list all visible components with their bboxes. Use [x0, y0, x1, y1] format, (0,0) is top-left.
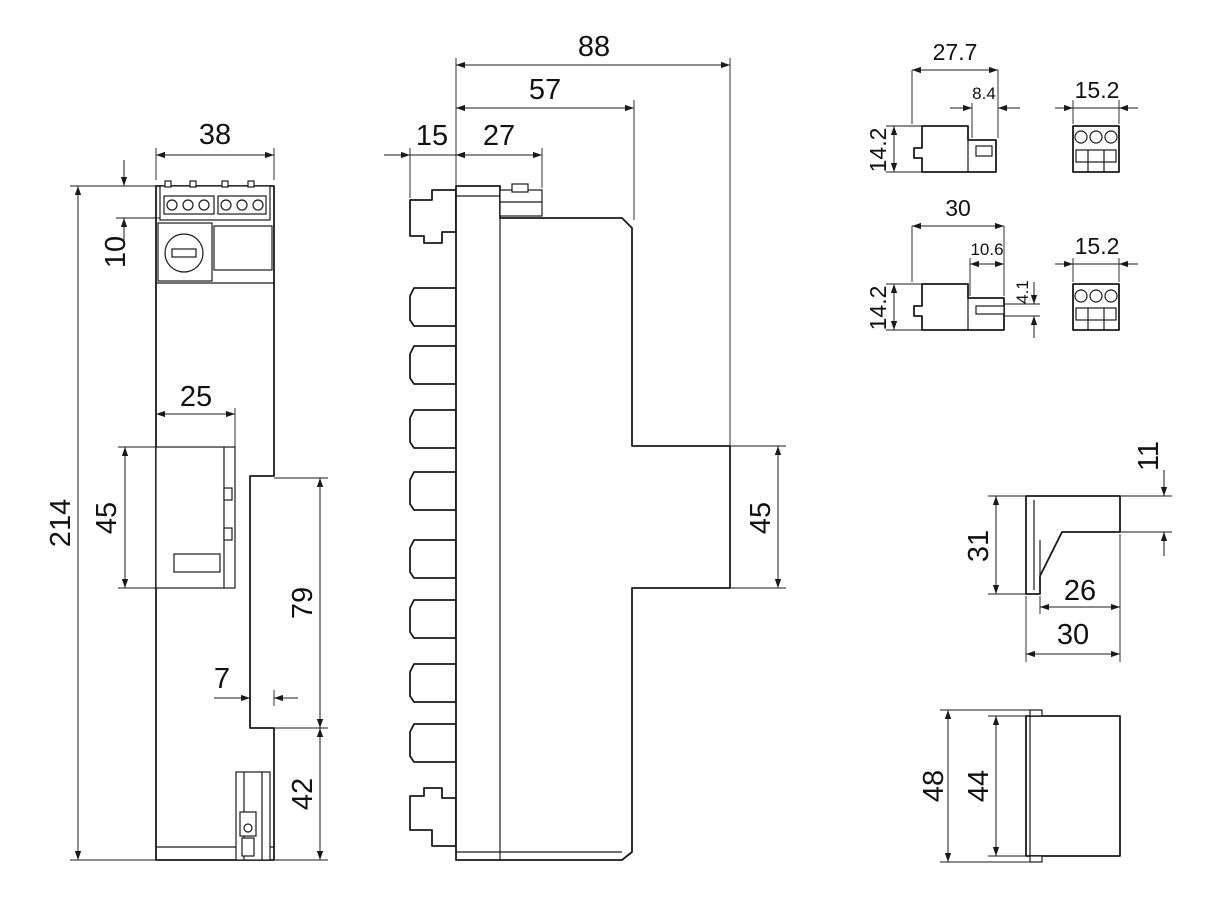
dim-front-step-offset: 7 [214, 663, 230, 695]
dim-side-total-depth: 88 [578, 31, 610, 63]
side-body-outline [455, 185, 731, 861]
dim-side-right-height: 45 [745, 502, 777, 534]
dim-plug2-face-width: 15.2 [1075, 233, 1120, 259]
dim-cover-inner-width: 26 [1064, 575, 1096, 607]
dim-box-inner-height: 44 [963, 770, 995, 802]
side-connector [499, 183, 543, 217]
dim-plug2-height: 14.2 [865, 286, 891, 331]
dim-side-depth-57: 57 [529, 74, 561, 106]
cover-part: 31 11 26 30 [963, 441, 1172, 662]
dim-cover-width: 30 [1057, 619, 1089, 651]
top-rail-clip [409, 189, 457, 244]
side-view: 88 57 15 27 45 [384, 31, 786, 861]
front-view: 38 10 214 25 45 79 7 [45, 119, 328, 861]
dim-front-width: 38 [199, 119, 231, 151]
cooling-ribs [409, 287, 457, 763]
dim-front-step-height: 79 [287, 587, 319, 619]
dim-plug1-height: 14.2 [865, 128, 891, 173]
dim-front-top-height: 10 [100, 236, 132, 268]
dim-plug2-width: 30 [945, 195, 971, 221]
dim-front-bottom-height: 42 [287, 778, 319, 810]
plug-1-face: 15.2 [1055, 77, 1138, 173]
dim-box-outer-height: 48 [918, 770, 950, 802]
terminal-block [159, 180, 271, 221]
dim-cover-top: 11 [1133, 441, 1165, 471]
bottom-rail-clip [409, 787, 457, 847]
dim-front-window-height: 45 [91, 502, 123, 534]
front-window [155, 446, 236, 589]
bottom-clip [235, 771, 271, 861]
dim-plug2-sub-width: 10.6 [970, 240, 1003, 259]
dim-cover-height: 31 [963, 530, 995, 562]
dim-front-window-width: 25 [180, 381, 212, 413]
plug-2-side: 30 10.6 4.1 14.2 [865, 195, 1040, 338]
dim-plug1-width: 27.7 [933, 39, 978, 65]
plug-1-side: 27.7 8.4 14.2 [865, 39, 1020, 173]
dim-plug2-pin-height: 4.1 [1013, 280, 1032, 304]
dim-plug1-face-width: 15.2 [1075, 77, 1120, 103]
box-part: 48 44 [918, 709, 1121, 863]
rotary-switch [157, 222, 273, 282]
dim-side-depth-27: 27 [483, 120, 515, 152]
plug-2-face: 15.2 [1055, 233, 1138, 331]
dim-side-depth-15: 15 [416, 120, 448, 152]
dim-plug1-sub-width: 8.4 [972, 84, 996, 103]
dim-front-total-height: 214 [45, 499, 77, 547]
